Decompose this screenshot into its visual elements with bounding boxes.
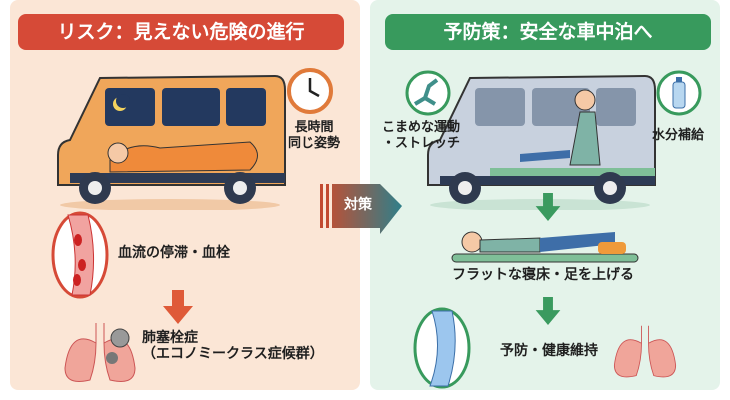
flat-bed-label: フラットな寝床・足を上げる	[452, 267, 634, 283]
down-arrow-icon	[535, 193, 561, 221]
down-arrow-icon	[163, 290, 193, 324]
pulmonary-embolism-label: 肺塞栓症	[142, 330, 198, 346]
countermeasure-arrow	[320, 184, 402, 234]
blood-clot-vein-icon	[51, 211, 109, 299]
water-bottle-icon	[656, 70, 702, 116]
healthy-vein-icon	[413, 307, 471, 389]
van-sleeping-illustration	[57, 74, 286, 210]
prevention-health-label: 予防・健康維持	[500, 343, 598, 359]
clock-label-line2: 同じ姿勢	[288, 136, 341, 151]
lungs-clot-icon	[64, 323, 136, 382]
van-stretching-illustration	[427, 74, 656, 210]
economy-class-syndrome-label: （エコノミークラス症候群）	[142, 346, 324, 362]
healthy-lungs-icon	[613, 325, 677, 378]
down-arrow-icon	[535, 297, 561, 325]
countermeasure-label: 対策	[344, 197, 372, 213]
hydration-label: 水分補給	[652, 128, 705, 143]
stretching-icon	[405, 70, 451, 116]
clock-icon	[287, 68, 333, 114]
prevention-title: 予防策：安全な車中泊へ	[385, 14, 711, 50]
exercise-label-line2: ・ストレッチ	[382, 136, 461, 151]
blood-stasis-label: 血流の停滞・血栓	[118, 245, 230, 261]
risk-title: リスク：見えない危険の進行	[18, 14, 344, 50]
exercise-label-line1: こまめな運動	[382, 120, 461, 135]
lying-legs-raised-illustration	[451, 231, 639, 263]
risk-panel	[10, 0, 360, 390]
clock-label-line1: 長時間	[294, 120, 334, 135]
